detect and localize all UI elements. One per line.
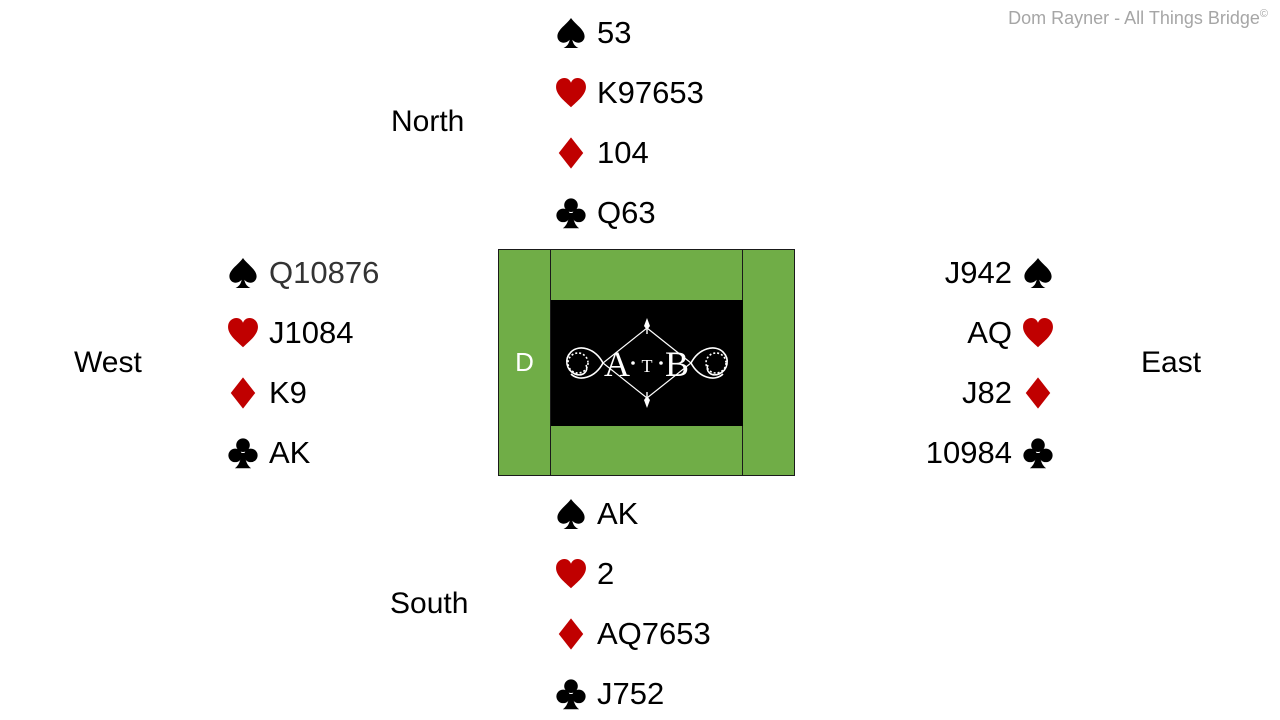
- diamond-icon: [554, 136, 588, 170]
- diamond-icon: [1021, 376, 1055, 410]
- west-hand: Q10876 J1084 K9 AK: [226, 253, 426, 473]
- club-icon: [1021, 436, 1055, 470]
- south-hand: AK 2 AQ7653 J752: [554, 494, 754, 714]
- heart-icon: [226, 316, 260, 350]
- north-spades-row: 53: [554, 13, 631, 53]
- south-hearts-row: 2: [554, 554, 614, 594]
- east-hearts-row: AQ: [967, 313, 1055, 353]
- club-icon: [226, 436, 260, 470]
- east-hearts-cards: AQ: [967, 315, 1012, 350]
- north-clubs-cards: Q63: [597, 195, 656, 230]
- east-diamonds-row: J82: [962, 373, 1055, 413]
- west-diamonds-row: K9: [226, 373, 307, 413]
- seat-label-north: North: [391, 105, 465, 138]
- south-clubs-cards: J752: [597, 676, 665, 711]
- seat-label-west: West: [74, 346, 142, 379]
- north-hearts-cards: K97653: [597, 75, 704, 110]
- club-icon: [554, 677, 588, 711]
- west-diamonds-cards: K9: [269, 375, 307, 410]
- north-diamonds-cards: 104: [597, 135, 649, 170]
- credit-text: Dom Rayner - All Things Bridge: [1008, 8, 1260, 28]
- heart-icon: [554, 557, 588, 591]
- south-diamonds-row: AQ7653: [554, 614, 711, 654]
- east-spades-cards: J942: [944, 255, 1012, 290]
- heart-icon: [554, 76, 588, 110]
- seat-label-east: East: [1141, 346, 1202, 379]
- spade-icon: [554, 16, 588, 50]
- logo-letter-t: T: [642, 356, 653, 376]
- seat-label-south: South: [390, 587, 469, 620]
- south-spades-cards: AK: [597, 496, 639, 531]
- west-clubs-cards: AK: [269, 435, 311, 470]
- west-hearts-row: J1084: [226, 313, 353, 353]
- west-clubs-row: AK: [226, 433, 310, 473]
- south-diamonds-cards: AQ7653: [597, 616, 711, 651]
- logo-letter-a: A: [604, 344, 630, 384]
- heart-icon: [1021, 316, 1055, 350]
- east-clubs-cards: 10984: [925, 435, 1012, 470]
- north-diamonds-row: 104: [554, 133, 649, 173]
- east-clubs-row: 10984: [926, 433, 1055, 473]
- south-spades-row: AK: [554, 494, 638, 534]
- copyright-credit: Dom Rayner - All Things Bridge©: [1008, 8, 1268, 29]
- logo-letter-b: B: [665, 344, 689, 384]
- south-clubs-row: J752: [554, 674, 664, 714]
- atb-logo: A T B: [551, 300, 743, 426]
- diamond-icon: [226, 376, 260, 410]
- north-spades-cards: 53: [597, 15, 632, 50]
- spade-icon: [1021, 256, 1055, 290]
- diamond-icon: [554, 617, 588, 651]
- west-hearts-cards: J1084: [269, 315, 354, 350]
- club-icon: [554, 196, 588, 230]
- table-west-strip: [499, 250, 551, 475]
- spade-icon: [226, 256, 260, 290]
- north-hand: 53 K97653 104 Q63: [554, 13, 754, 233]
- north-hearts-row: K97653: [554, 73, 704, 113]
- east-spades-row: J942: [945, 253, 1055, 293]
- bridge-table: D A T B: [498, 249, 795, 476]
- south-hearts-cards: 2: [597, 556, 615, 591]
- spade-icon: [554, 497, 588, 531]
- east-hand: J942 AQ J82 10984: [855, 253, 1055, 473]
- west-spades-row: Q10876: [226, 253, 379, 293]
- west-spades-cards: Q10876: [269, 255, 380, 290]
- east-diamonds-cards: J82: [962, 375, 1012, 410]
- dealer-marker: D: [515, 347, 534, 377]
- copyright-mark: ©: [1259, 8, 1268, 20]
- north-clubs-row: Q63: [554, 193, 656, 233]
- table-east-strip: [742, 250, 794, 475]
